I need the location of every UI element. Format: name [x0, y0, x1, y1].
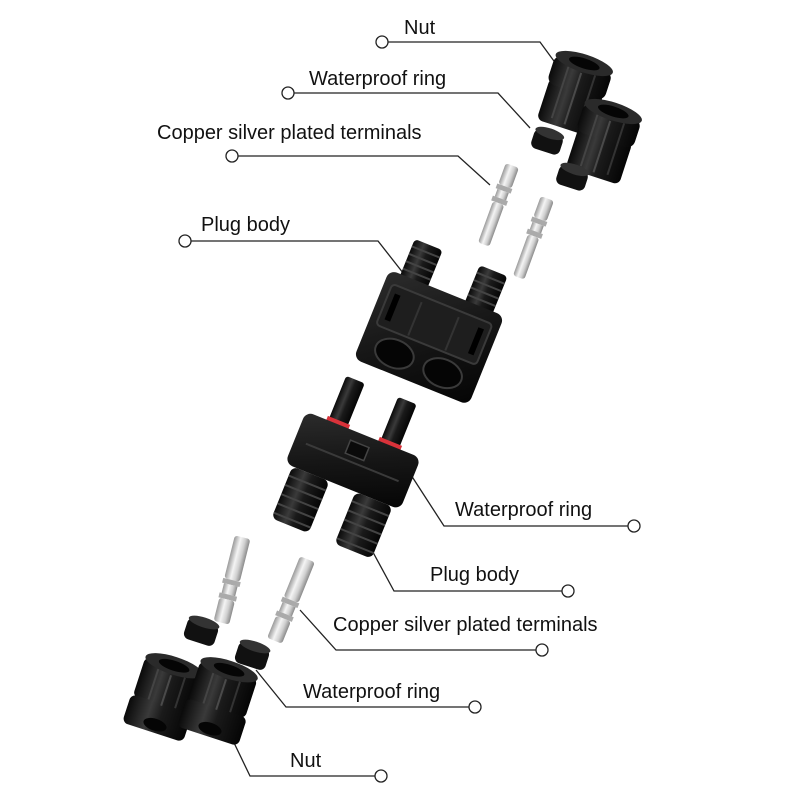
label-terminals-top: Copper silver plated terminals: [157, 122, 422, 144]
terminal-top-right: [513, 196, 554, 279]
label-waterproof-ring-top: Waterproof ring: [309, 68, 447, 90]
leader-terminals-top: [238, 155, 491, 186]
plug-top-neck-left: [400, 240, 442, 288]
label-plug-body-top: Plug body: [201, 214, 290, 236]
leader-ring-mid: [399, 457, 628, 527]
plug-body-bottom: [273, 376, 419, 557]
label-nut-top: Nut: [404, 17, 436, 39]
nut-bottom-left: [123, 653, 203, 741]
label-plug-body-bottom: Plug body: [430, 564, 519, 586]
leader-dot-terminals-top: [225, 149, 239, 163]
waterproof-ring-bottom-right: [234, 639, 271, 670]
waterproof-ring-bottom-left: [183, 615, 220, 646]
leader-dot-plug-bottom: [561, 584, 575, 598]
label-terminals-bottom: Copper silver plated terminals: [333, 614, 598, 636]
plug-top-neck-right: [465, 266, 507, 315]
terminal-top-left: [478, 163, 519, 246]
leader-dot-ring-top: [281, 86, 295, 100]
red-seal-right: [377, 436, 403, 451]
label-waterproof-ring-bottom: Waterproof ring: [303, 681, 441, 703]
leader-dot-ring-bottom: [468, 700, 482, 714]
plug-body-top: [355, 240, 507, 403]
plug-bottom-neck-right: [336, 493, 391, 557]
leader-dot-nut-top: [375, 35, 389, 49]
label-nut-bottom: Nut: [290, 750, 322, 772]
leader-terminals-bottom: [299, 609, 536, 651]
leader-dot-ring-mid: [627, 519, 641, 533]
leader-dot-nut-bottom: [374, 769, 388, 783]
leader-dot-terminals-bottom: [535, 643, 549, 657]
red-seal-left: [326, 415, 351, 430]
leader-dot-plug-top: [178, 234, 192, 248]
terminal-bottom-right: [268, 557, 314, 643]
leader-ring-top: [294, 92, 531, 129]
leader-ring-bottom: [255, 669, 469, 708]
terminal-bottom-left: [214, 536, 250, 624]
waterproof-ring-top-right: [556, 162, 590, 191]
label-waterproof-ring-mid: Waterproof ring: [455, 499, 593, 521]
waterproof-ring-top-left: [531, 126, 565, 155]
plug-bottom-neck-left: [273, 468, 328, 532]
nut-bottom-right: [178, 657, 258, 745]
